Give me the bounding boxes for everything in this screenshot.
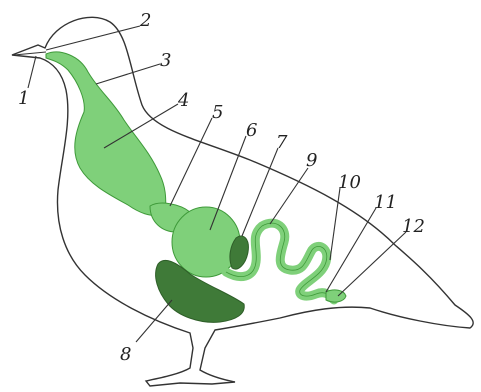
label-9: 9 [306,150,317,171]
label-6: 6 [246,120,257,141]
leader-1 [28,56,36,88]
label-1: 1 [18,88,29,109]
label-10: 10 [338,172,361,193]
gizzard [172,207,240,277]
label-8: 8 [120,344,131,365]
label-2: 2 [139,10,151,31]
label-3: 3 [160,50,171,71]
label-11: 11 [374,192,397,213]
label-5: 5 [212,102,223,123]
label-7: 7 [276,132,288,153]
label-4: 4 [177,90,189,111]
label-12: 12 [402,216,425,237]
